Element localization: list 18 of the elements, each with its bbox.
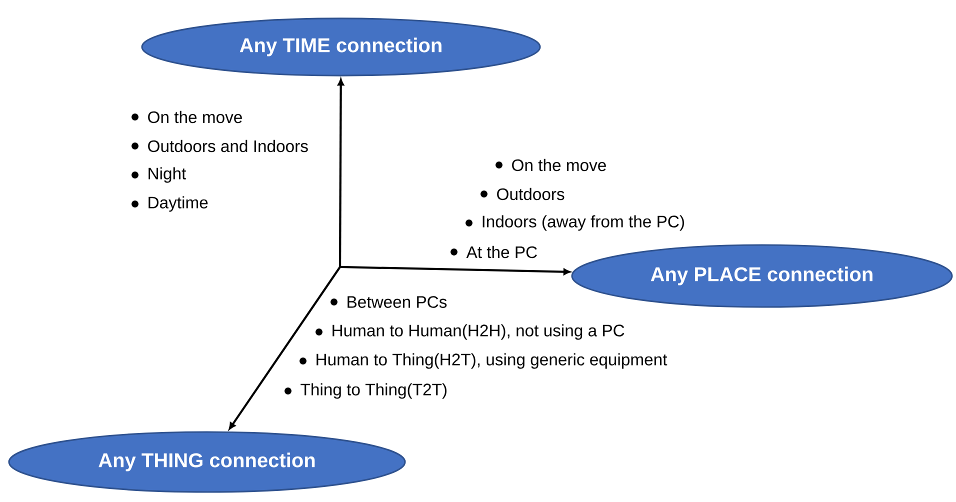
arrow <box>338 78 344 267</box>
list-item: Thing to Thing(T2T) <box>300 383 446 399</box>
list-item: On the move <box>512 158 606 172</box>
list-item: At the PC <box>466 246 537 258</box>
ellipse-node: Any THING connection <box>8 431 406 493</box>
list-item: Outdoors and Indoors <box>148 140 308 152</box>
arrow <box>340 266 570 275</box>
list-item: Daytime <box>148 196 208 212</box>
list-item: Between PCs <box>348 296 447 308</box>
ellipse-node: Any TIME connection <box>141 18 541 76</box>
arrow <box>228 266 341 430</box>
list-item: Human to Human(H2H), not using a PC <box>332 324 624 340</box>
list-item: Human to Thing(H2T), using generic equipment <box>316 353 668 369</box>
ellipse-node: Any PLACE connection <box>571 244 953 308</box>
list-item: Outdoors <box>497 188 564 200</box>
list-item: Indoors (away from the PC) <box>482 215 684 231</box>
list-item: On the move <box>148 110 242 124</box>
list-item: Night <box>148 167 186 183</box>
